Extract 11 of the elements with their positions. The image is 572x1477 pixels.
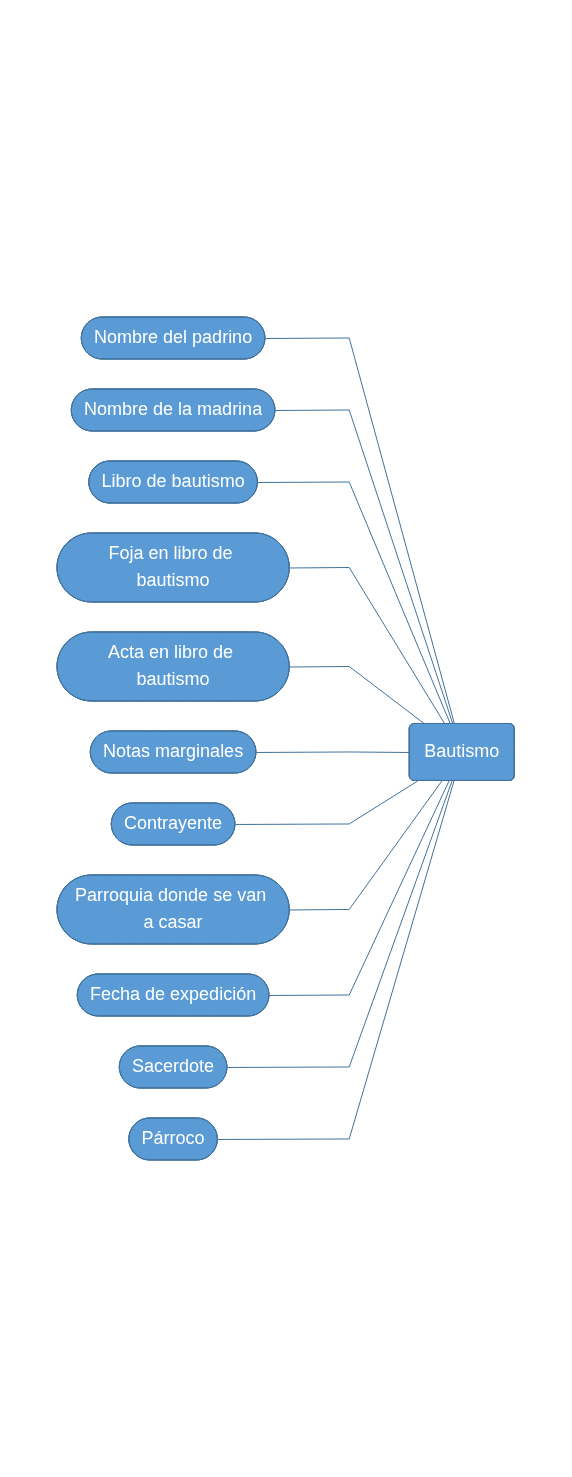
connector — [275, 409, 454, 725]
connector — [289, 780, 443, 911]
connector — [227, 780, 453, 1068]
connector — [269, 780, 450, 996]
connector — [256, 751, 411, 753]
connector — [217, 780, 455, 1140]
connector — [257, 481, 452, 725]
connector — [289, 666, 426, 725]
connector — [265, 337, 456, 725]
connector — [289, 567, 446, 725]
connector — [235, 780, 419, 825]
